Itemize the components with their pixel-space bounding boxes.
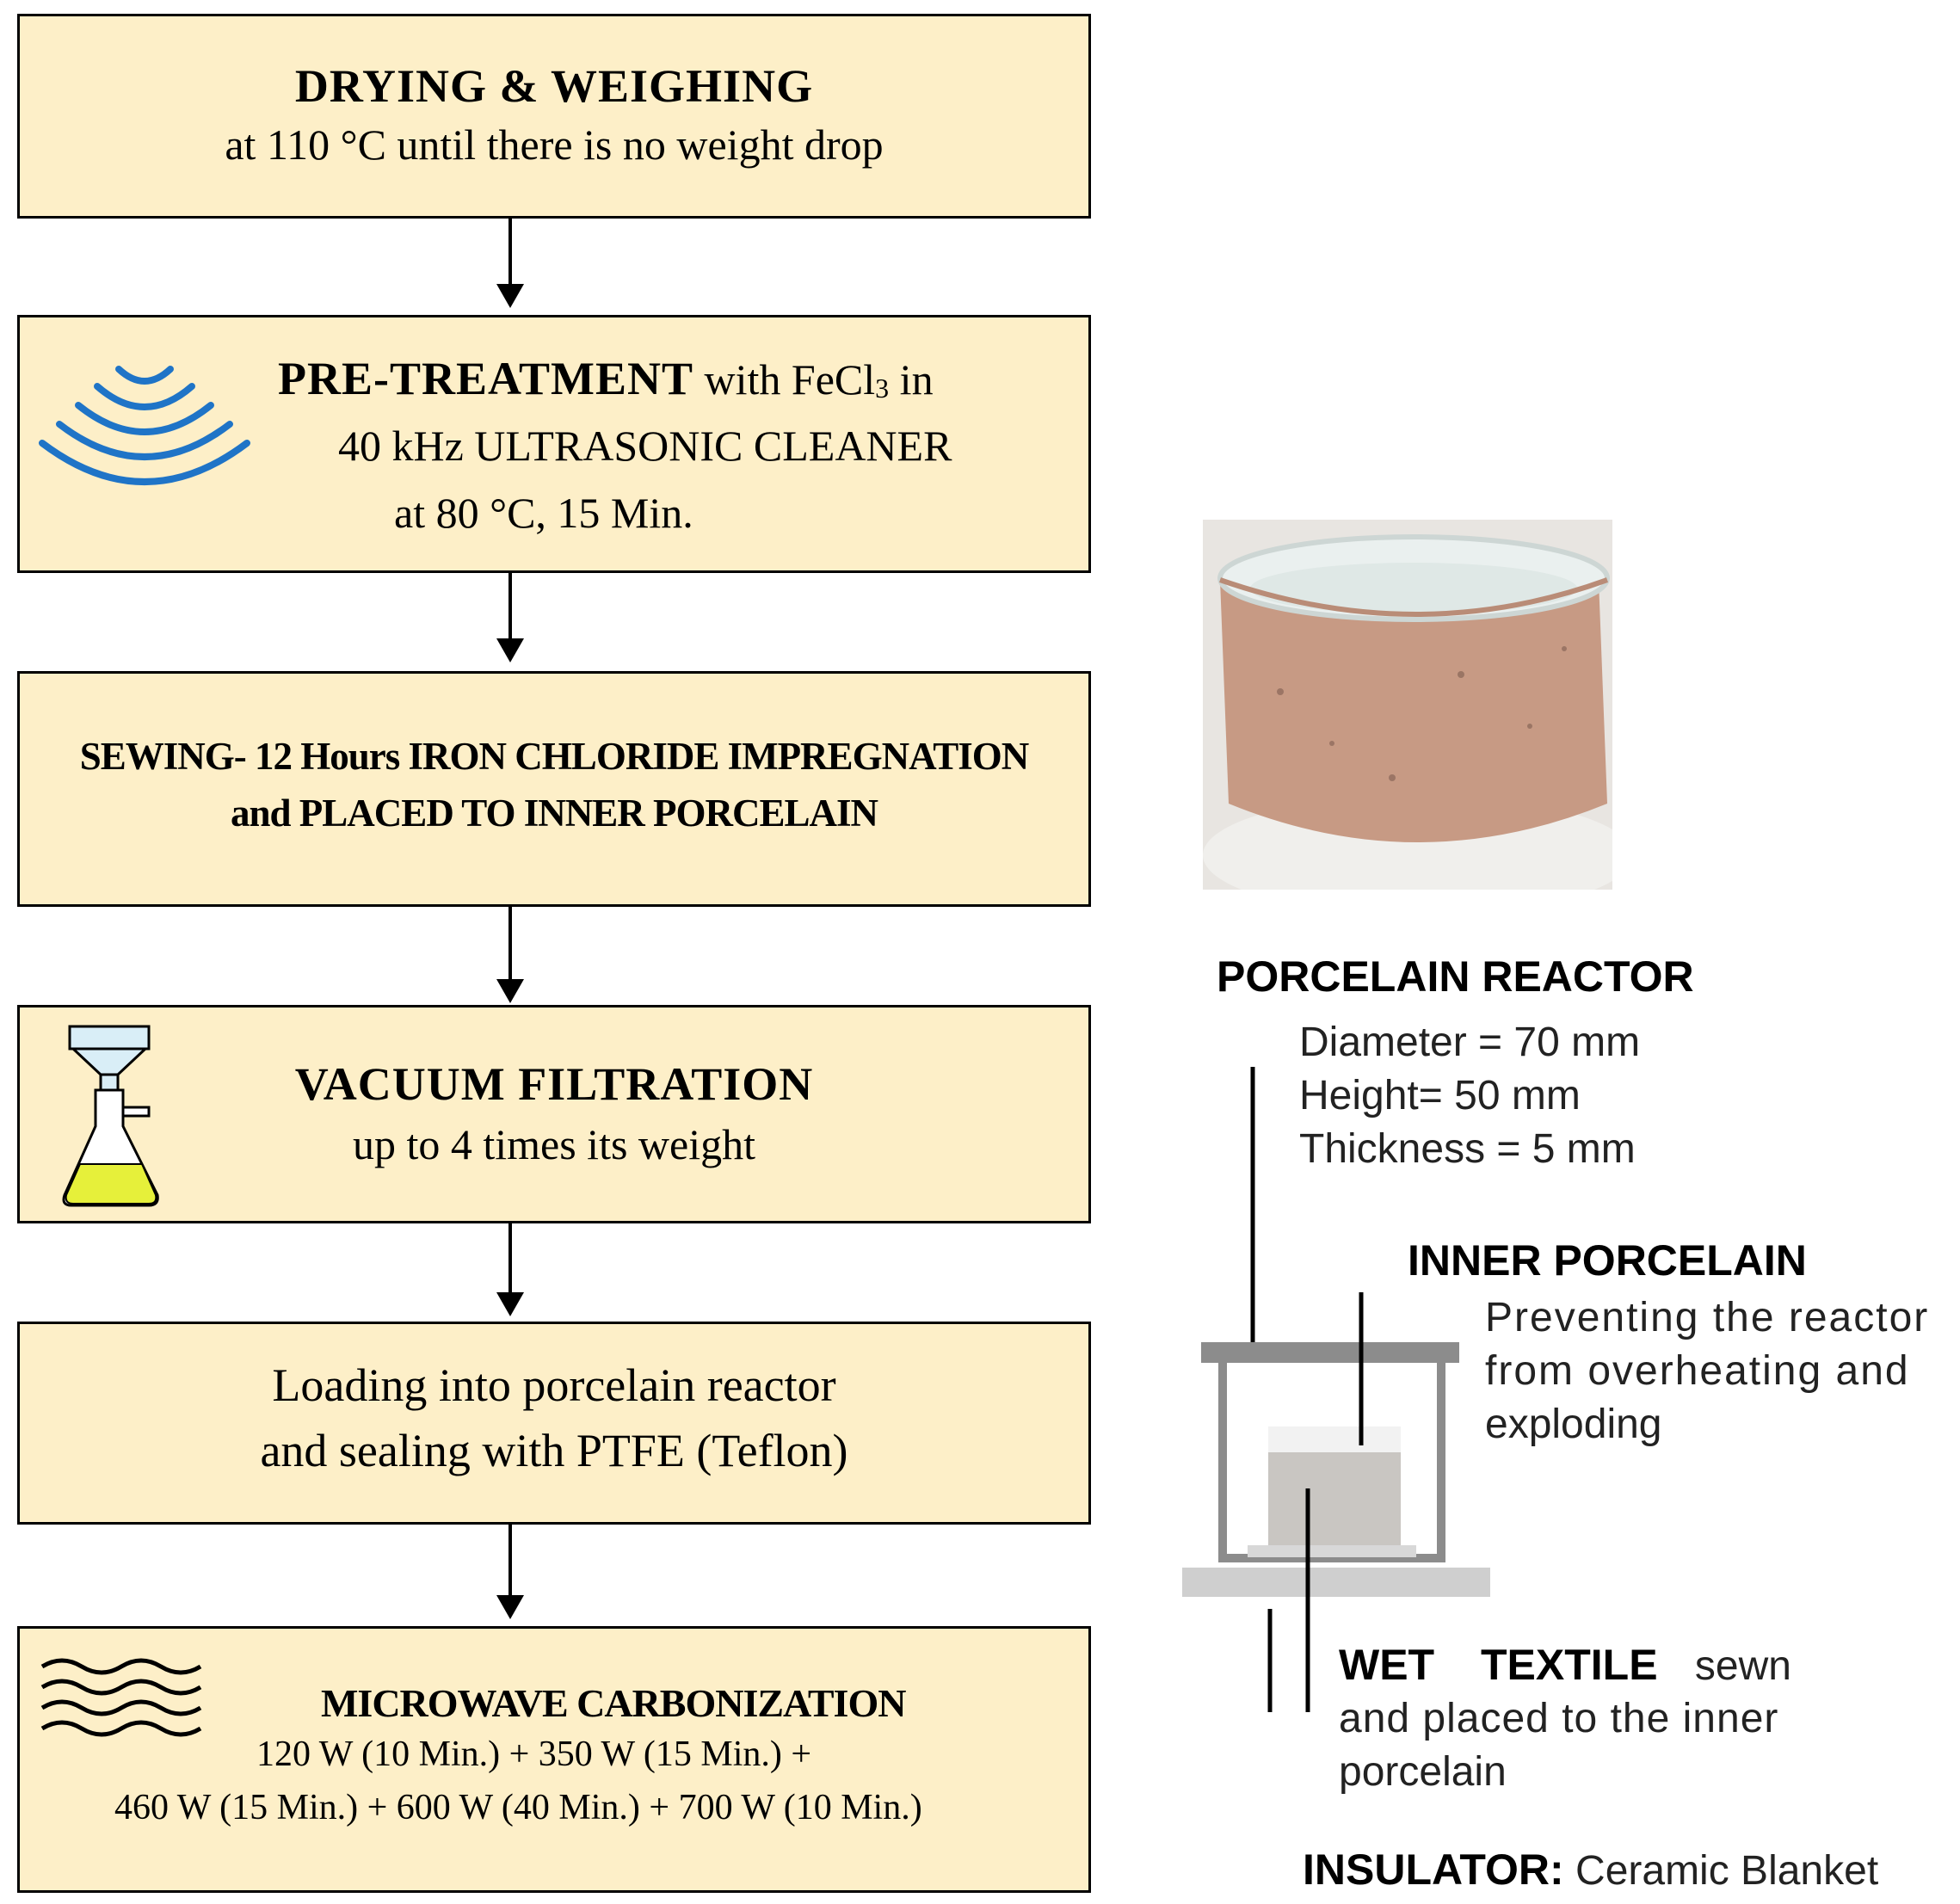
step-microwave-title: MICROWAVE CARBONIZATION xyxy=(321,1681,906,1725)
insulator-desc: Ceramic Blanket xyxy=(1563,1848,1879,1894)
ultrasonic-waves-icon xyxy=(39,366,250,485)
step-sewing-line1: SEWING- 12 Hours IRON CHLORIDE IMPREGNAT… xyxy=(79,735,1030,778)
step-pretreatment-line1: PRE-TREATMENT with FeCl3 in xyxy=(278,352,934,405)
step-microwave-box: MICROWAVE CARBONIZATION 120 W (10 Min.) … xyxy=(17,1626,1091,1893)
step-vacuum-box: VACUUM FILTRATION up to 4 times its weig… xyxy=(17,1005,1091,1223)
step-vacuum-detail: up to 4 times its weight xyxy=(352,1120,756,1168)
wet-textile-desc-1: and placed to the inner xyxy=(1339,1696,1779,1741)
insulator-title: INSULATOR: xyxy=(1303,1845,1564,1894)
step-pretreatment-box: PRE-TREATMENT with FeCl3 in 40 kHz ULTRA… xyxy=(17,315,1091,573)
microwave-waves-icon xyxy=(40,1658,202,1737)
step-pretreatment-title-suffix: with FeCl xyxy=(693,355,876,404)
wet-textile-desc-2: porcelain xyxy=(1339,1749,1507,1795)
wet-textile-title: WET TEXTILE xyxy=(1339,1641,1658,1689)
inner-porcelain-desc-3: exploding xyxy=(1485,1402,1662,1447)
wet-textile-suffix: sewn xyxy=(1683,1643,1791,1689)
step-drying-title: DRYING & WEIGHING xyxy=(294,60,814,112)
step-microwave-line2: 120 W (10 Min.) + 350 W (15 Min.) + xyxy=(256,1735,812,1774)
arrow-5 xyxy=(496,1525,524,1619)
step-pretreatment-title-end: in xyxy=(889,355,934,404)
arrow-4 xyxy=(496,1223,524,1316)
vacuum-flask-icon xyxy=(62,1025,159,1207)
arrow-1 xyxy=(496,219,524,308)
reactor-spec-diameter: Diameter = 70 mm xyxy=(1299,1020,1641,1065)
inner-porcelain-desc-2: from overheating and xyxy=(1485,1348,1910,1394)
step-vacuum-title: VACUUM FILTRATION xyxy=(294,1058,814,1110)
step-pretreatment-title: PRE-TREATMENT xyxy=(278,353,694,404)
arrow-2 xyxy=(496,573,524,662)
step-microwave-line3: 460 W (15 Min.) + 600 W (40 Min.) + 700 … xyxy=(114,1788,922,1827)
reactor-spec-height: Height= 50 mm xyxy=(1299,1073,1581,1118)
step-loading-box: Loading into porcelain reactor and seali… xyxy=(17,1322,1091,1525)
step-loading-line2: and sealing with PTFE (Teflon) xyxy=(260,1425,848,1476)
step-sewing-box: SEWING- 12 Hours IRON CHLORIDE IMPREGNAT… xyxy=(17,671,1091,907)
step-drying-detail: at 110 °C until there is no weight drop xyxy=(225,120,884,169)
arrow-3 xyxy=(496,907,524,1003)
inner-porcelain-title: INNER PORCELAIN xyxy=(1408,1236,1807,1285)
porcelain-reactor-photo xyxy=(1203,520,1612,890)
reactor-title: PORCELAIN REACTOR xyxy=(1217,952,1694,1001)
step-pretreatment-line3: at 80 °C, 15 Min. xyxy=(394,489,693,537)
insulator-line: INSULATOR: Ceramic Blanket xyxy=(1303,1845,1878,1895)
step-loading-line1: Loading into porcelain reactor xyxy=(272,1359,836,1411)
inner-porcelain-desc-1: Preventing the reactor xyxy=(1485,1295,1930,1340)
wet-textile-line1: WET TEXTILE sewn xyxy=(1339,1640,1791,1690)
reactor-spec-thickness: Thickness = 5 mm xyxy=(1299,1126,1636,1172)
step-pretreatment-line2: 40 kHz ULTRASONIC CLEANER xyxy=(338,422,952,470)
step-sewing-line2: and PLACED TO INNER PORCELAIN xyxy=(231,792,878,835)
step-pretreatment-title-sub: 3 xyxy=(875,373,890,404)
reactor-schematic xyxy=(1182,1067,1490,1712)
step-drying-box: DRYING & WEIGHING at 110 °C until there … xyxy=(17,14,1091,219)
